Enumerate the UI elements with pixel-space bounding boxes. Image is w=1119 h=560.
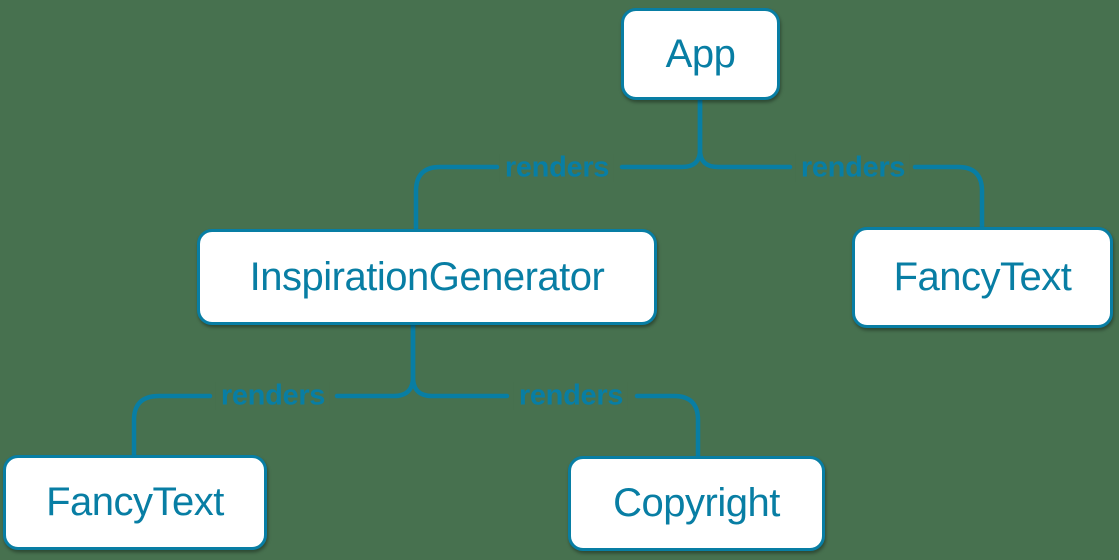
- connector-inspirationgenerator-to-copyright-stem: [410, 322, 510, 399]
- connector-inspirationgenerator-to-fancytext-stem: [334, 322, 416, 399]
- node-fancy-text-top-right-label: FancyText: [893, 255, 1072, 299]
- edge-label-renders-app-fancytext: renders: [795, 153, 911, 183]
- node-copyright-label: Copyright: [613, 481, 780, 525]
- connector-inspirationgenerator-to-copyright-drop: [634, 393, 701, 459]
- node-copyright: Copyright: [568, 456, 825, 551]
- connector-app-to-fancytext-drop: [912, 164, 985, 230]
- connector-app-to-fancytext-stem: [697, 97, 793, 170]
- edge-label-renders-inspirationgenerator-copyright: renders: [513, 381, 629, 411]
- connector-app-to-inspirationgenerator-stem: [619, 97, 703, 170]
- edge-label-renders-app-inspirationgenerator: renders: [499, 153, 615, 183]
- node-fancy-text-bottom-left: FancyText: [3, 455, 267, 550]
- edge-label-renders-inspirationgenerator-fancytext: renders: [215, 381, 331, 411]
- node-app-label: App: [665, 31, 736, 76]
- node-fancy-text-bottom-left-label: FancyText: [46, 480, 224, 524]
- node-app: App: [621, 8, 780, 100]
- connector-app-to-inspirationgenerator-drop: [413, 164, 500, 232]
- node-inspiration-generator-label: InspirationGenerator: [249, 254, 605, 299]
- node-fancy-text-top-right: FancyText: [852, 227, 1113, 328]
- node-inspiration-generator: InspirationGenerator: [197, 229, 657, 325]
- connector-inspirationgenerator-to-fancytext-drop: [131, 393, 213, 458]
